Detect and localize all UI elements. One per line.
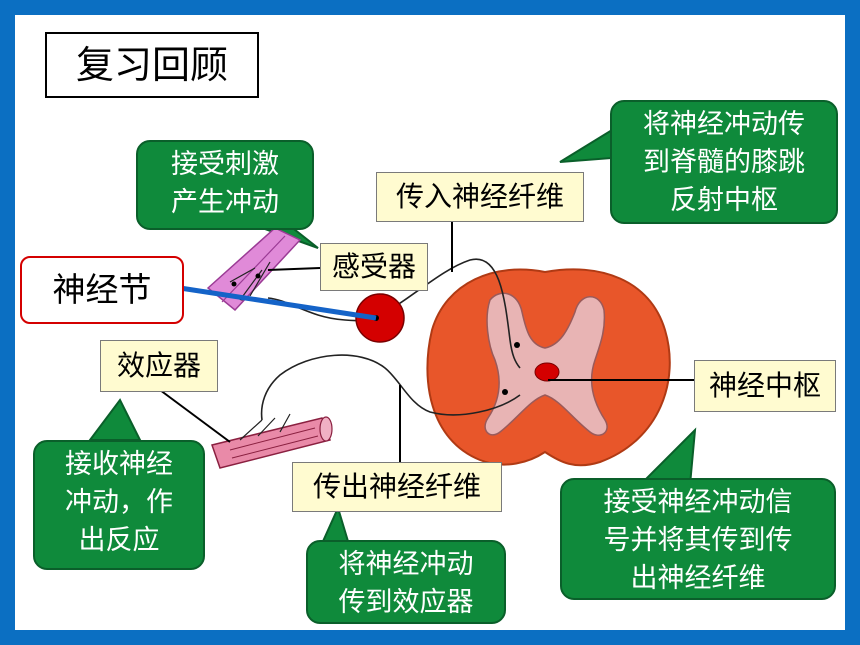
bubble-line: 传到效应器	[338, 587, 474, 618]
bubble-line: 出神经纤维	[630, 563, 766, 594]
efferent-function-bubble: 将神经冲动 传到效应器	[306, 540, 506, 624]
effector-pointer-line	[159, 389, 231, 443]
effector-label: 效应器	[100, 340, 218, 392]
ganglion-label: 神经节	[20, 256, 184, 324]
efferent-fiber-label: 传出神经纤维	[292, 462, 502, 512]
bubble-line: 接受刺激	[171, 149, 279, 180]
bubble-line: 将神经冲动传	[643, 109, 805, 140]
bubble-line: 冲动，作	[65, 487, 173, 518]
motor-neuron-dot	[502, 389, 508, 395]
center-function-bubble: 接受神经冲动信 号并将其传到传 出神经纤维	[560, 478, 836, 600]
ganglion	[355, 293, 405, 343]
interneuron-dot	[514, 342, 520, 348]
bubble-tail-effector	[88, 398, 142, 441]
receptor-function-bubble: 接受刺激 产生冲动	[136, 140, 314, 230]
bubble-line: 出反应	[78, 525, 160, 556]
nerve-center-label: 神经中枢	[694, 360, 836, 412]
efferent-nerve-fiber	[260, 354, 521, 421]
receptor-label: 感受器	[320, 243, 428, 291]
bubble-line: 接受神经冲动信	[603, 487, 793, 518]
effector-muscle	[211, 413, 333, 469]
bubble-line: 到脊髓的膝跳	[643, 147, 805, 178]
afferent-nerve-fiber	[267, 258, 521, 369]
ganglion-pointer-line	[179, 285, 377, 321]
bubble-tail-afferent	[559, 128, 613, 163]
afferent-function-bubble: 将神经冲动传 到脊髓的膝跳 反射中枢	[610, 100, 838, 224]
bubble-line: 将神经冲动	[338, 549, 474, 580]
bubble-tail-center	[637, 427, 697, 486]
bubble-line: 产生冲动	[171, 187, 279, 218]
afferent-fiber-label: 传入神经纤维	[376, 172, 584, 222]
central-canal	[534, 362, 560, 382]
receptor-pointer-line	[267, 267, 321, 271]
page-title: 复习回顾	[45, 32, 259, 98]
effector-function-bubble: 接收神经 冲动，作 出反应	[33, 440, 205, 570]
bubble-line: 接收神经	[65, 449, 173, 480]
bubble-line: 号并将其传到传	[603, 525, 793, 556]
bubble-line: 反射中枢	[670, 185, 778, 216]
